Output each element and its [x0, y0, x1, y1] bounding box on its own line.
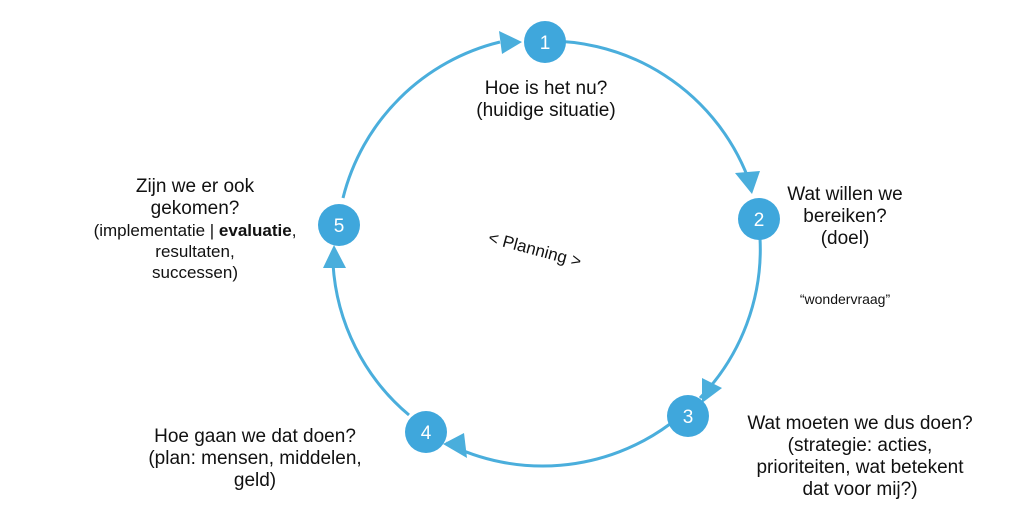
arrowhead [499, 31, 522, 54]
step-5-number: 5 [334, 216, 345, 237]
step-5-line5: successen) [152, 263, 238, 282]
cycle-arc [445, 422, 671, 468]
step-4-marker: 4 [405, 411, 447, 453]
step-5-line3: (implementatie | evaluatie, [75, 220, 315, 241]
step-3-marker: 3 [667, 395, 709, 437]
step-2-label: Wat willen we bereiken? (doel) [780, 184, 910, 250]
step-2-line3: (doel) [820, 228, 870, 249]
cycle-arc [527, 39, 753, 187]
step-4-line2: (plan: mensen, middelen, [148, 448, 362, 469]
arrowhead [735, 171, 760, 194]
arrowhead [702, 378, 722, 403]
step-5-line3c: , [291, 221, 297, 240]
step-2-line2: bereiken? [803, 206, 887, 227]
arrowhead [323, 245, 346, 268]
step-2-number: 2 [754, 210, 765, 231]
cycle-arc [698, 237, 762, 400]
step-3-label: Wat moeten we dus doen? (strategie: acti… [715, 413, 1005, 501]
step-5-label: Zijn we er ook gekomen? (implementatie |… [75, 176, 315, 283]
cycle-arc [331, 263, 410, 417]
step-2-line1: Wat willen we [787, 184, 903, 205]
step-5-line4: resultaten, [155, 242, 235, 261]
step-4-label: Hoe gaan we dat doen? (plan: mensen, mid… [120, 426, 390, 492]
step-1-line1: Hoe is het nu? [484, 78, 608, 99]
step-2-note: “wondervraag” [799, 291, 891, 307]
step-1-line2: (huidige situatie) [476, 100, 616, 121]
step-4-line3: geld) [233, 470, 277, 491]
step-3-number: 3 [683, 407, 694, 428]
step-1-label: Hoe is het nu? (huidige situatie) [446, 78, 646, 122]
step-2-marker: 2 [738, 198, 780, 240]
step-3-line2: (strategie: acties, [787, 435, 933, 456]
step-4-number: 4 [421, 423, 432, 444]
step-1-number: 1 [540, 33, 551, 54]
step-4-line1: Hoe gaan we dat doen? [154, 426, 356, 447]
step-5-line2: gekomen? [150, 198, 240, 219]
step-3-line1: Wat moeten we dus doen? [747, 413, 973, 434]
step-3-line4: dat voor mij?) [802, 479, 918, 500]
step-5-line1: Zijn we er ook [135, 176, 255, 197]
step-1-marker: 1 [524, 21, 566, 63]
cycle-arc [341, 40, 501, 199]
step-5-marker: 5 [318, 204, 360, 246]
step-5-line3a: (implementatie | [93, 221, 219, 240]
step-3-line3: prioriteiten, wat betekent [756, 457, 964, 478]
arrowhead [443, 433, 467, 458]
step-5-line3b: evaluatie [218, 221, 292, 240]
